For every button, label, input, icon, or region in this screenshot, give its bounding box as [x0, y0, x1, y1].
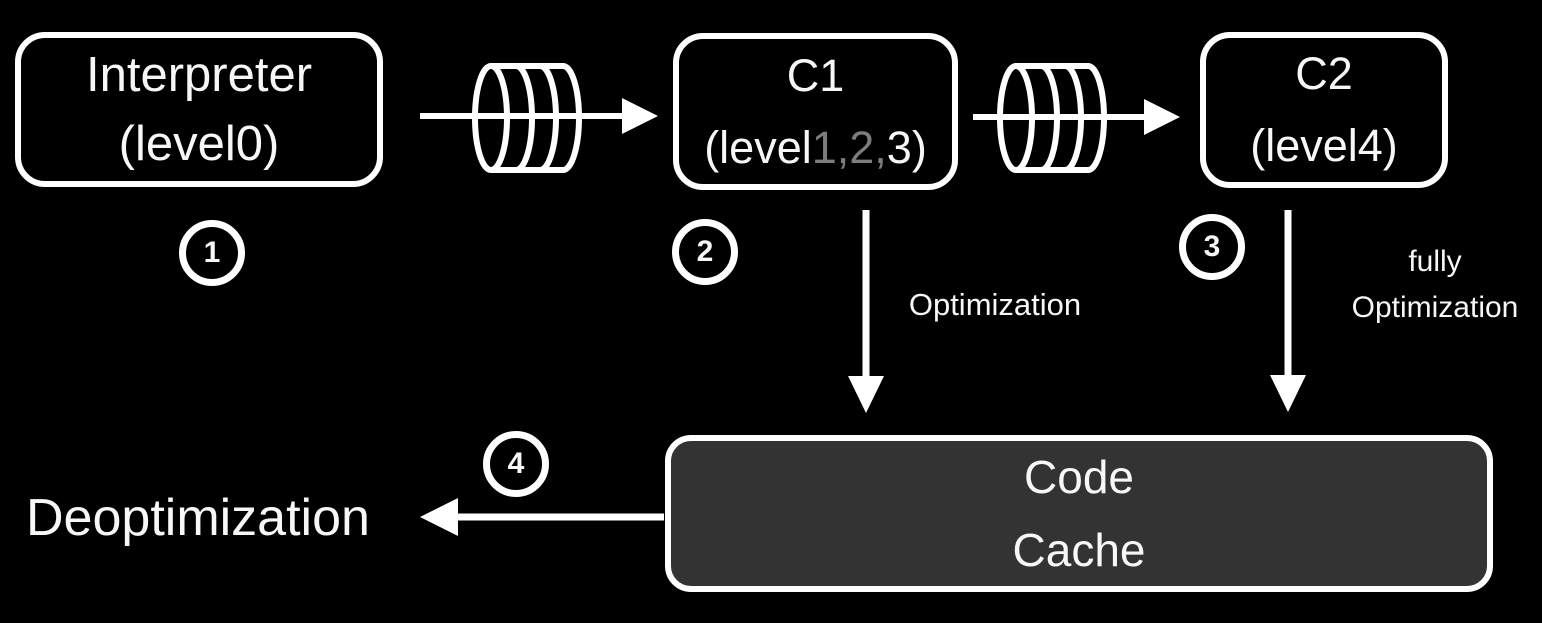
c1-compiler-node: C1 (level1,2,3): [673, 33, 958, 190]
c1-subtitle: (level1,2,3): [704, 112, 927, 184]
c1-subtitle-prefix: (level: [704, 121, 812, 173]
compile-queue-icon: [997, 63, 1107, 173]
arrow-c2-to-code-cache: [1270, 210, 1306, 412]
deoptimization-label: Deoptimization: [26, 489, 370, 547]
compile-queue-icon: [472, 63, 582, 173]
c2-title: C2: [1295, 48, 1353, 99]
fully-optimization-label: fully Optimization: [1335, 239, 1535, 331]
optimization-label: Optimization: [908, 287, 1082, 322]
step-4-badge: 4: [483, 431, 549, 497]
step-3-number: 3: [1203, 230, 1221, 263]
step-4-number: 4: [507, 447, 525, 480]
step-2-number: 2: [696, 235, 714, 268]
arrow-code-cache-to-deoptimization: [420, 498, 664, 536]
interpreter-title: Interpreter: [85, 47, 313, 102]
arrow-interpreter-to-c1: [420, 98, 658, 134]
c1-subtitle-dim-levels: 1,2,: [811, 121, 887, 173]
step-2-badge: 2: [672, 219, 738, 285]
arrow-c1-to-c2: [973, 99, 1180, 135]
interpreter-subtitle: (level0): [118, 116, 280, 171]
c2-subtitle: (level4): [1250, 120, 1398, 171]
code-cache-node: Code Cache: [665, 435, 1493, 592]
fully-optimization-line1: fully: [1408, 245, 1462, 278]
fully-optimization-line2: Optimization: [1351, 291, 1519, 324]
step-1-number: 1: [203, 236, 221, 269]
code-cache-title: Code: [1024, 450, 1134, 503]
c2-compiler-node: C2 (level4): [1200, 32, 1448, 188]
c1-subtitle-suffix: 3): [886, 121, 927, 173]
arrow-c1-to-code-cache: [848, 210, 884, 413]
interpreter-node: Interpreter (level0): [15, 32, 383, 187]
step-3-badge: 3: [1179, 214, 1245, 280]
step-1-badge: 1: [179, 220, 245, 286]
c1-title: C1: [786, 49, 845, 101]
code-cache-subtitle: Cache: [1012, 523, 1146, 576]
